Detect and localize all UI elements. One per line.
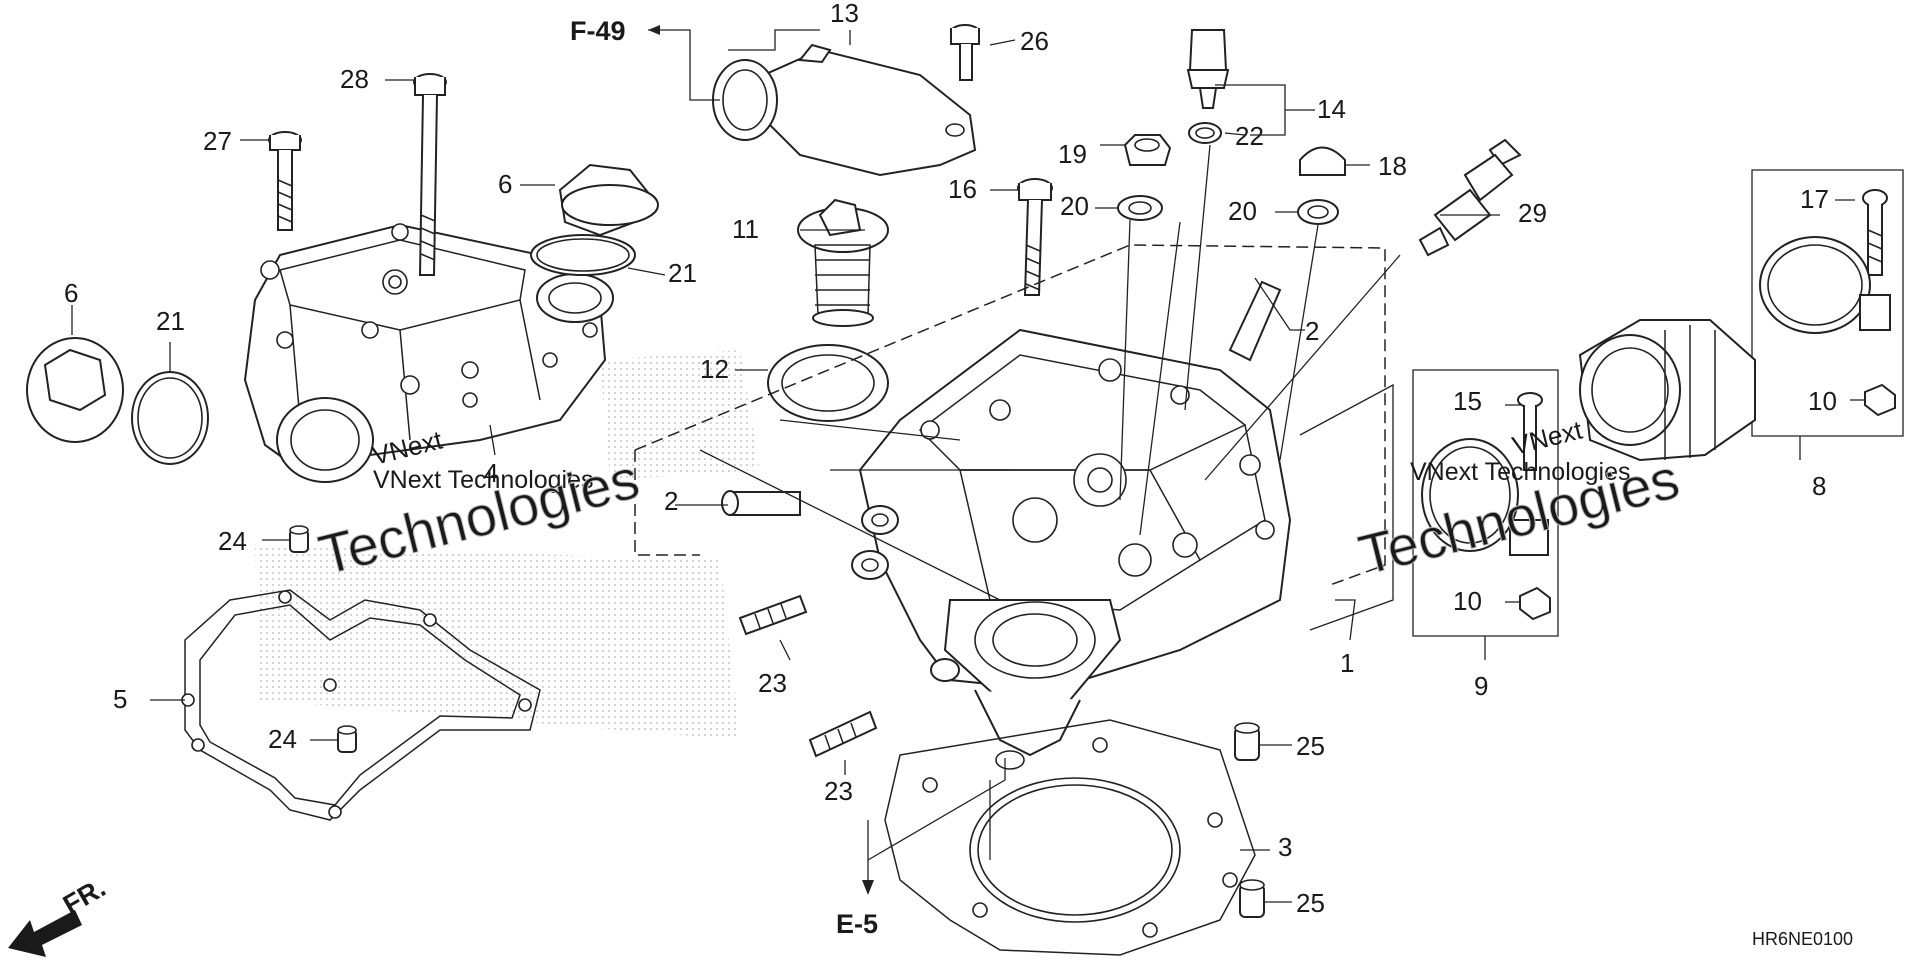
callout-25-lower: 25 bbox=[1296, 888, 1325, 918]
reference-e5: E-5 bbox=[836, 909, 878, 939]
dowel-pin-right bbox=[1228, 280, 1282, 362]
callout-12: 12 bbox=[700, 354, 729, 384]
dowel-25-lower bbox=[1239, 879, 1265, 918]
callout-18: 18 bbox=[1378, 151, 1407, 181]
stud-bolt-lower bbox=[808, 710, 878, 758]
callout-9: 9 bbox=[1474, 671, 1488, 701]
band-8 bbox=[1759, 236, 1891, 334]
callout-20-left: 20 bbox=[1060, 191, 1089, 221]
background-logo-watermark bbox=[255, 350, 760, 740]
cylinder-head bbox=[851, 328, 1292, 770]
bolt-28 bbox=[413, 73, 447, 276]
callout-15: 15 bbox=[1453, 386, 1482, 416]
filler-cap-top bbox=[558, 163, 659, 237]
callout-29: 29 bbox=[1518, 198, 1547, 228]
front-direction-label: FR. bbox=[58, 872, 111, 920]
leader-lines bbox=[71, 25, 1865, 903]
callout-6-left: 6 bbox=[64, 278, 78, 308]
dowel-24-lower bbox=[337, 725, 357, 753]
temperature-sensor bbox=[1186, 29, 1230, 109]
callout-21-left: 21 bbox=[156, 306, 185, 336]
callout-23-upper: 23 bbox=[758, 668, 787, 698]
callout-1: 1 bbox=[1340, 648, 1354, 678]
callout-26: 26 bbox=[1020, 26, 1049, 56]
callout-14: 14 bbox=[1317, 94, 1346, 124]
dowel-25-upper bbox=[1234, 722, 1260, 761]
washer-20-left bbox=[1117, 195, 1163, 221]
callout-24-upper: 24 bbox=[218, 526, 247, 556]
nut-10-upper bbox=[1864, 383, 1896, 417]
watermark-right-line2: VNext Technologies bbox=[1410, 458, 1631, 486]
callout-21-top: 21 bbox=[668, 258, 697, 288]
bolt-26 bbox=[950, 24, 980, 81]
cylinder-head-gasket bbox=[884, 719, 1256, 956]
intake-insulator bbox=[1578, 319, 1756, 462]
callout-27: 27 bbox=[203, 126, 232, 156]
o-ring-top bbox=[530, 234, 636, 276]
thermostat-seal bbox=[767, 344, 889, 422]
bolt-16 bbox=[1017, 178, 1053, 296]
dowel-24-upper bbox=[289, 525, 309, 553]
nut-10-lower bbox=[1519, 586, 1551, 621]
callout-3: 3 bbox=[1278, 832, 1292, 862]
callout-10-upper: 10 bbox=[1808, 386, 1837, 416]
callout-labels: 1 2 2 3 4 5 6 6 8 9 10 10 11 12 13 14 15… bbox=[64, 0, 1837, 918]
cylinder-head-cover bbox=[243, 223, 614, 483]
callout-24-lower: 24 bbox=[268, 724, 297, 754]
watermark-right-line1: VNext bbox=[1509, 414, 1586, 460]
band-9 bbox=[1421, 438, 1549, 556]
callout-17: 17 bbox=[1800, 184, 1829, 214]
callout-13: 13 bbox=[830, 0, 859, 28]
thermostat-cover bbox=[712, 43, 977, 177]
watermark-left-line2: VNext Technologies bbox=[373, 466, 594, 494]
o-ring-left bbox=[131, 371, 209, 465]
diagram-code: HR6NE0100 bbox=[1752, 929, 1853, 949]
callout-20-right: 20 bbox=[1228, 196, 1257, 226]
callout-6-top: 6 bbox=[498, 169, 512, 199]
stud-bolt-upper bbox=[738, 594, 808, 636]
bolt-27 bbox=[268, 131, 302, 231]
callout-2-left: 2 bbox=[664, 486, 678, 516]
spark-plug bbox=[1418, 138, 1522, 257]
band-group-9-box bbox=[1412, 369, 1559, 637]
callout-4: 4 bbox=[484, 458, 498, 488]
thermostat bbox=[797, 198, 889, 327]
callout-2-right: 2 bbox=[1305, 316, 1319, 346]
callout-8: 8 bbox=[1812, 471, 1826, 501]
dowel-pin-left bbox=[721, 490, 801, 516]
washer-20-right bbox=[1297, 199, 1339, 225]
cap-nut-19 bbox=[1123, 134, 1172, 166]
cap-nut-18 bbox=[1299, 146, 1346, 176]
assembly-outlines bbox=[634, 244, 1394, 631]
callout-19: 19 bbox=[1058, 139, 1087, 169]
reference-f49: F-49 bbox=[570, 16, 626, 46]
callout-10-lower: 10 bbox=[1453, 586, 1482, 616]
washer-22 bbox=[1188, 122, 1222, 144]
filler-cap-left bbox=[26, 337, 124, 443]
callout-28: 28 bbox=[340, 64, 369, 94]
callout-11: 11 bbox=[732, 214, 759, 244]
callout-25-upper: 25 bbox=[1296, 731, 1325, 761]
callout-23-lower: 23 bbox=[824, 776, 853, 806]
callout-5: 5 bbox=[113, 684, 127, 714]
callout-16: 16 bbox=[948, 174, 977, 204]
callout-22: 22 bbox=[1235, 121, 1264, 151]
bolt-17 bbox=[1862, 189, 1888, 276]
head-cover-gasket bbox=[181, 589, 541, 821]
front-direction-arrow-icon bbox=[8, 910, 82, 957]
insulator-group-8-box bbox=[1751, 169, 1904, 437]
bolt-15 bbox=[1517, 392, 1543, 471]
